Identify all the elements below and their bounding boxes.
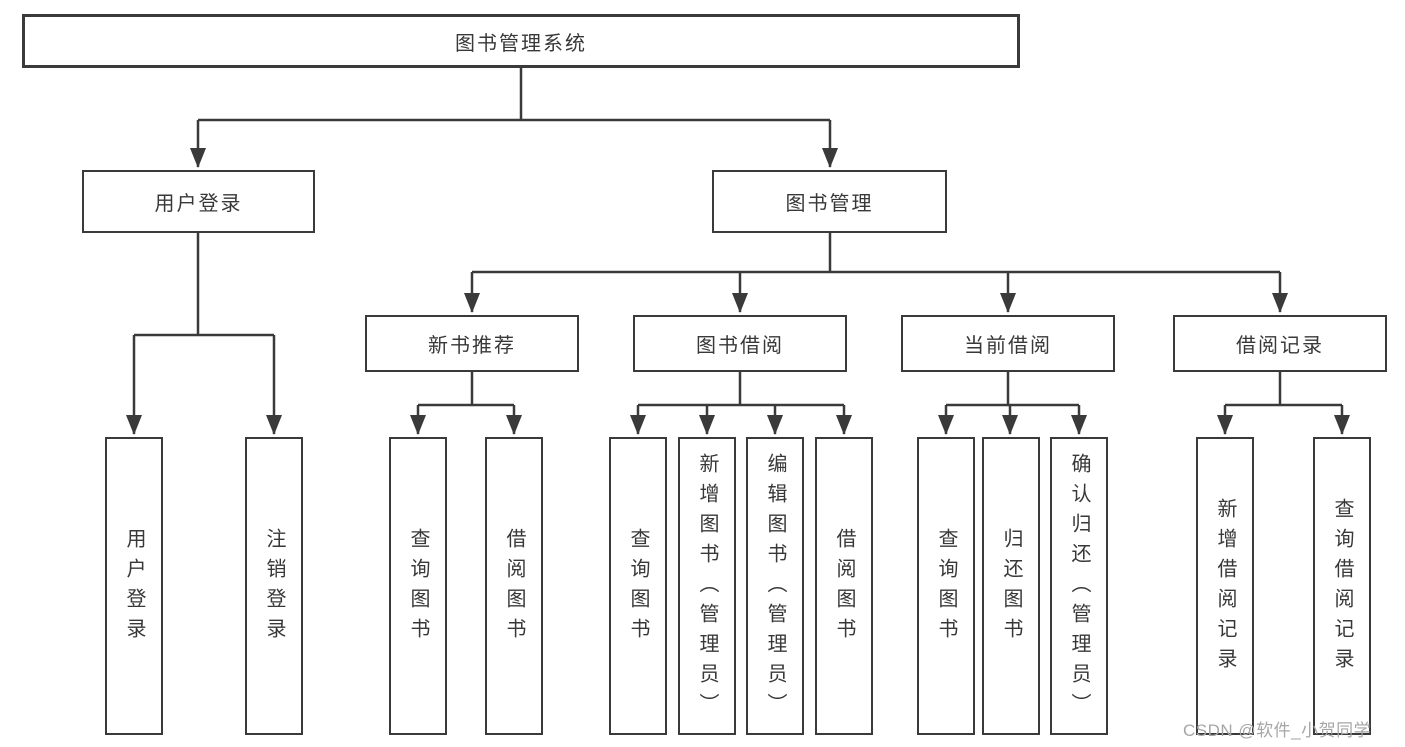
leaf-query-book-3: 查询图书 <box>917 437 975 735</box>
csdn-watermark: CSDN @软件_小贺同学 <box>1183 721 1372 740</box>
node-book-management-module: 图书管理 <box>712 170 947 233</box>
leaf-edit-book-admin: 编辑图书（管理员） <box>746 437 804 735</box>
leaf-add-borrow-record: 新增借阅记录 <box>1196 437 1254 735</box>
node-book-borrow: 图书借阅 <box>633 315 847 372</box>
node-borrow-record: 借阅记录 <box>1173 315 1387 372</box>
node-current-borrow: 当前借阅 <box>901 315 1115 372</box>
leaf-borrow-book-1: 借阅图书 <box>485 437 543 735</box>
leaf-confirm-return-admin: 确认归还（管理员） <box>1050 437 1108 735</box>
leaf-borrow-book-2: 借阅图书 <box>815 437 873 735</box>
leaf-logout: 注销登录 <box>245 437 303 735</box>
leaf-query-borrow-record: 查询借阅记录 <box>1313 437 1371 735</box>
leaf-return-book: 归还图书 <box>982 437 1040 735</box>
leaf-add-book-admin: 新增图书（管理员） <box>678 437 736 735</box>
node-system-root: 图书管理系统 <box>22 14 1020 68</box>
node-new-book-recommend: 新书推荐 <box>365 315 579 372</box>
leaf-user-login: 用户登录 <box>105 437 163 735</box>
node-user-login-module: 用户登录 <box>82 170 315 233</box>
leaf-query-book-2: 查询图书 <box>609 437 667 735</box>
leaf-query-book-1: 查询图书 <box>389 437 447 735</box>
